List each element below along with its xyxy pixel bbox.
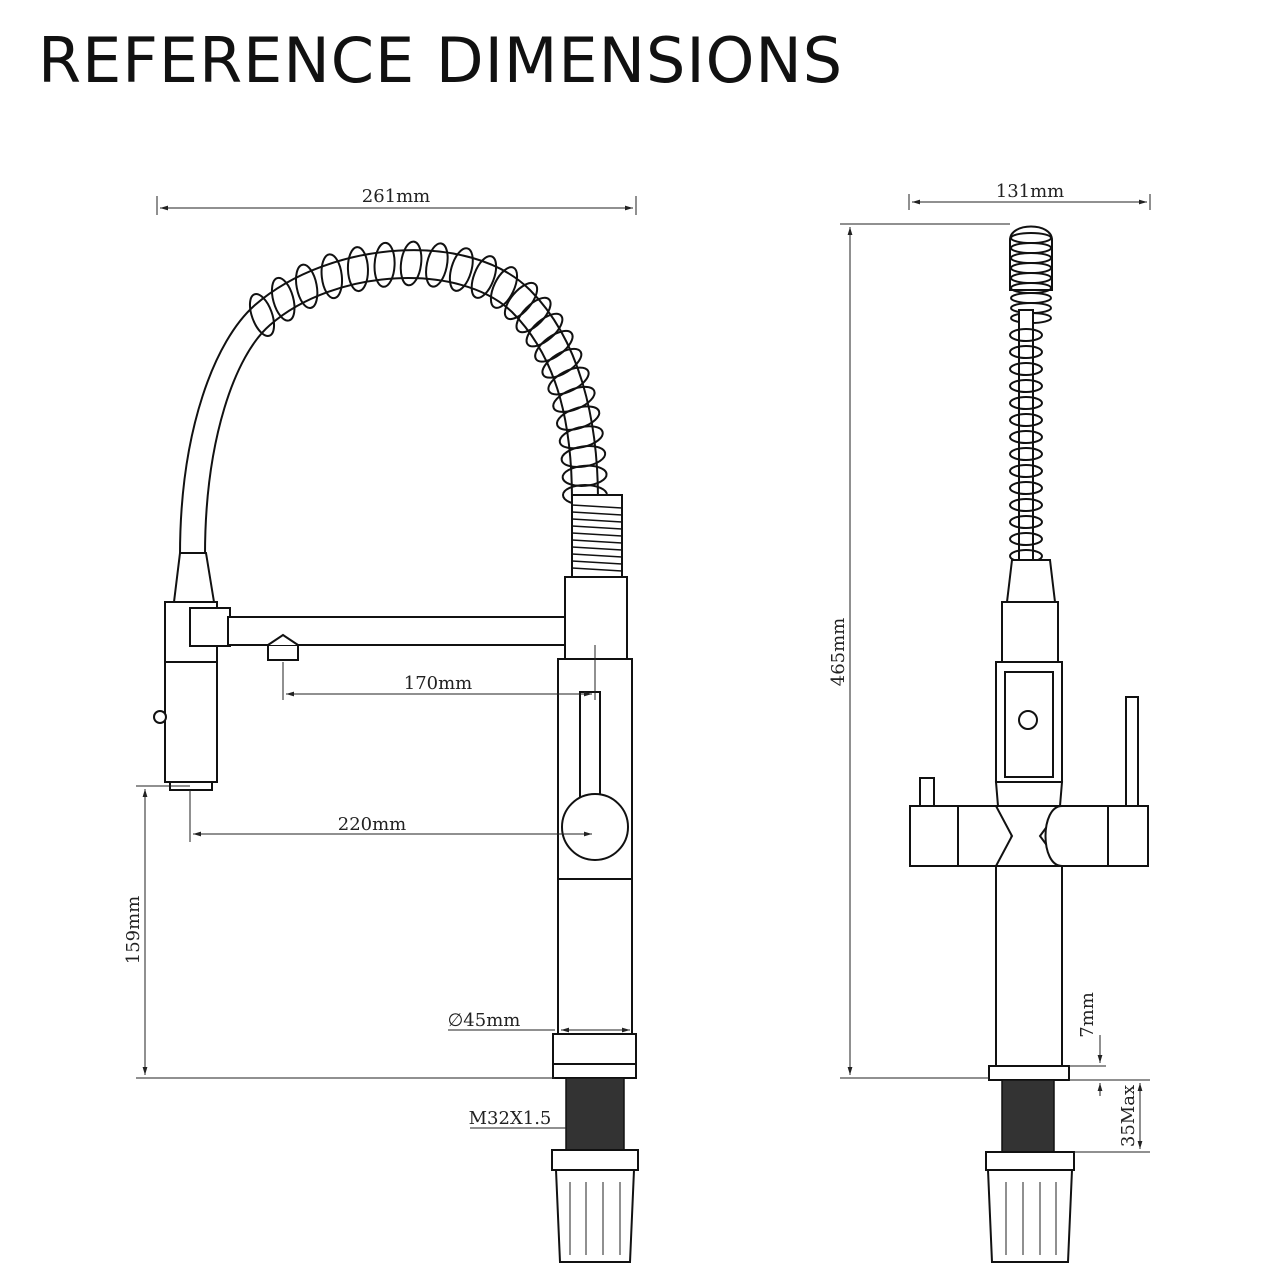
spring-coil — [1009, 481, 1043, 495]
spring-coil — [1009, 447, 1043, 461]
sleeve-ring — [571, 567, 623, 572]
total-height-dimension: 465mm — [828, 223, 1010, 1079]
thread-callout: M32X1.5 — [469, 1108, 566, 1129]
deck-thickness-label: 35Max — [1118, 1085, 1139, 1147]
spring-coil — [1009, 532, 1043, 546]
spring-coil — [503, 281, 539, 321]
sprayer-reach-dimension: 220mm — [189, 790, 592, 842]
spring-coil — [1009, 362, 1043, 376]
side-coils — [1009, 328, 1043, 563]
spout-reach-label: 170mm — [404, 673, 473, 694]
side-width-label: 131mm — [996, 181, 1065, 202]
spring-coil — [248, 293, 276, 337]
spring-coil — [515, 296, 552, 334]
sprayer-head — [153, 552, 231, 791]
spring-coil — [1009, 498, 1043, 512]
deck-thickness-dimension: 35Max — [1074, 1083, 1150, 1153]
spring-coil — [541, 347, 583, 379]
side-spring — [1005, 225, 1057, 603]
sleeve-ring — [571, 546, 623, 551]
sleeve-ring — [571, 525, 623, 530]
spring-hose — [179, 240, 623, 578]
sleeve-ring — [571, 504, 623, 509]
spring-coil — [1009, 345, 1043, 359]
spout-arm — [227, 616, 569, 661]
side-top-coils — [1010, 232, 1052, 324]
spring-coil — [399, 240, 423, 287]
sleeve-ring — [571, 553, 623, 558]
sleeve-ring — [571, 532, 623, 537]
spring-coil — [425, 242, 449, 288]
spring-coil — [295, 263, 319, 309]
sleeve-ring — [571, 518, 623, 523]
total-height-label: 465mm — [828, 618, 849, 687]
spring-coil — [1009, 515, 1043, 529]
spring-coil — [270, 276, 296, 322]
spring-coil — [373, 241, 396, 288]
flange-dimension: 7mm — [1069, 992, 1150, 1096]
handle-knob — [561, 793, 629, 861]
side-body — [909, 601, 1149, 1263]
spout-reach-dimension: 170mm — [282, 645, 596, 700]
spring-coil — [1009, 464, 1043, 478]
page-title: REFERENCE DIMENSIONS — [38, 24, 844, 97]
spring-coil — [534, 329, 574, 363]
thread-label: M32X1.5 — [469, 1108, 552, 1129]
side-view: 131mm — [828, 181, 1151, 1263]
spring-coil — [1009, 379, 1043, 393]
front-width-label: 261mm — [362, 186, 431, 207]
spring-coil — [470, 255, 498, 299]
spray-height-dimension: 159mm — [123, 785, 555, 1079]
sleeve-ring — [571, 560, 623, 565]
thread-rod — [565, 1077, 625, 1151]
sleeve-rings — [571, 504, 623, 572]
spring-coil — [1009, 396, 1043, 410]
base-diameter-dimension: ∅45mm — [448, 1010, 630, 1033]
sprayer-reach-label: 220mm — [338, 814, 407, 835]
flange-label: 7mm — [1077, 992, 1098, 1038]
front-view: 261mm — [123, 186, 639, 1263]
spring-coil — [1009, 430, 1043, 444]
spring-coil — [1009, 328, 1043, 342]
base-diameter-label: ∅45mm — [448, 1010, 521, 1031]
sleeve-ring — [571, 511, 623, 516]
spring-coil — [489, 266, 519, 309]
sleeve-ring — [571, 539, 623, 544]
spring-coil — [1010, 292, 1052, 304]
spring-coil — [525, 312, 564, 348]
spring-coil — [1009, 413, 1043, 427]
spring-coil — [346, 246, 369, 293]
spring-coils — [248, 240, 608, 506]
side-width-dimension: 131mm — [908, 181, 1151, 210]
spray-height-label: 159mm — [123, 896, 144, 965]
spring-coil — [320, 253, 344, 300]
spring-coil — [448, 247, 474, 292]
front-width-dimension: 261mm — [156, 186, 637, 215]
